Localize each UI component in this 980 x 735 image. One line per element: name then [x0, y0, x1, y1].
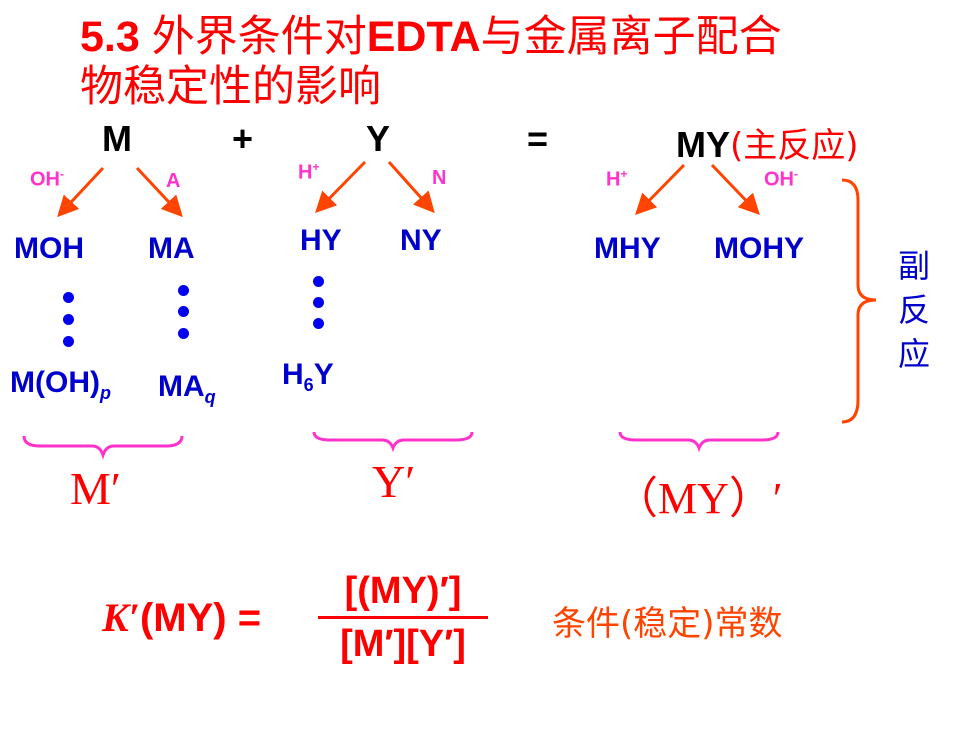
formula-lhs: K′(MY) =: [102, 595, 262, 640]
m-prime: M′: [70, 463, 121, 514]
species-ma: MA: [148, 232, 195, 265]
my-prime: （MY）′: [614, 474, 783, 523]
side-reaction-brace: [841, 178, 877, 424]
species-ny: NY: [400, 224, 442, 257]
arrow-y-to-hy: [315, 160, 367, 214]
formula-denominator: [M′][Y′]: [340, 623, 466, 665]
brace-m-prime: [22, 435, 184, 460]
main-reaction-label: (主反应): [730, 126, 859, 166]
slide-title: 5.3 外界条件对EDTA与金属离子配合 物稳定性的影响: [80, 12, 782, 112]
ellipsis-dot: [313, 297, 324, 308]
species-moh: MOH: [14, 232, 84, 265]
reagent-h: H+: [298, 160, 320, 184]
species-hy: HY: [300, 224, 342, 257]
species-mohy: MOHY: [714, 232, 804, 265]
formula-fraction: [(MY)′] [M′][Y′]: [318, 568, 488, 667]
ligand-y: Y: [366, 118, 391, 159]
arrow-my-to-mhy: [635, 163, 686, 216]
y-prime: Y′: [372, 456, 416, 507]
conditional-constant-label: 条件(稳定)常数: [552, 604, 783, 644]
reagent-oh: OH-: [30, 167, 64, 191]
arrow-my-to-mohy: [710, 163, 760, 216]
arrow-y-to-ny: [387, 160, 435, 214]
reagent-h-2: H+: [606, 167, 628, 191]
arrow-m-to-moh: [57, 166, 105, 218]
title-line-1: 5.3 外界条件对EDTA与金属离子配合: [80, 12, 782, 62]
ellipsis-dot: [313, 276, 324, 287]
species-mhy: MHY: [594, 232, 661, 265]
reagent-a: A: [166, 170, 181, 192]
title-line-2: 物稳定性的影响: [80, 62, 381, 112]
reagent-n: N: [432, 167, 447, 189]
ellipsis-dot: [63, 314, 74, 325]
brace-my-prime: [618, 431, 780, 453]
species-m-oh-p: M(OH)p: [10, 366, 111, 403]
ellipsis-dot: [313, 318, 324, 329]
brace-y-prime: [312, 431, 474, 453]
reagent-oh-2: OH-: [764, 167, 798, 191]
formula-numerator: [(MY)′]: [344, 570, 462, 612]
metal-m: M: [102, 118, 132, 159]
ellipsis-dot: [178, 285, 189, 296]
ellipsis-dot: [63, 336, 74, 347]
species-ma-q: MAq: [158, 370, 216, 407]
equals-sign: =: [527, 118, 549, 159]
species-h6y: H6Y: [282, 358, 334, 395]
arrow-m-to-ma: [135, 166, 183, 218]
ellipsis-dot: [178, 306, 189, 317]
ellipsis-dot: [63, 292, 74, 303]
side-reaction-label: 副 反 应: [898, 247, 931, 373]
plus-sign: +: [232, 118, 254, 159]
complex-my: MY(主反应): [676, 124, 859, 166]
ellipsis-dot: [178, 328, 189, 339]
fraction-bar: [318, 616, 488, 619]
